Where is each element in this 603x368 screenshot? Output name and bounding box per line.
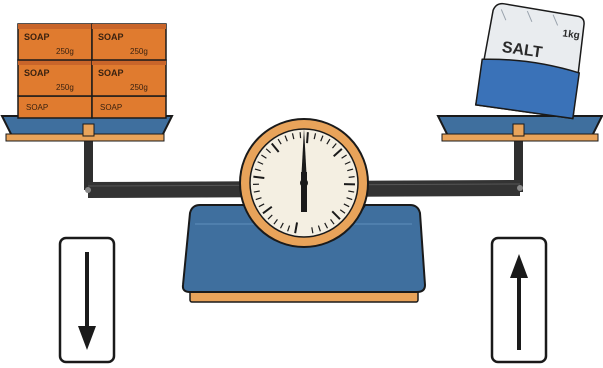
soap-box-weight: 250g — [130, 47, 148, 56]
soap-box-label: SOAP — [24, 32, 50, 42]
soap-box: SOAP 250g — [18, 60, 92, 96]
soap-box-stack: SOAP SOAP SOAP 250g SOAP 250g SOAP 250g — [18, 24, 166, 118]
soap-box-weight: 250g — [56, 83, 74, 92]
left-pan — [2, 116, 172, 141]
right-pan — [438, 116, 602, 141]
dial-tick — [307, 132, 308, 143]
soap-box: SOAP — [92, 96, 166, 118]
soap-box: SOAP 250g — [92, 60, 166, 96]
up-arrow-indicator — [492, 238, 546, 362]
soap-box-label: SOAP — [98, 32, 124, 42]
soap-box: SOAP — [18, 96, 92, 118]
salt-bag: SALT 1kg — [476, 2, 588, 119]
soap-box-label: SOAP — [26, 103, 48, 112]
soap-box-label: SOAP — [24, 68, 50, 78]
dial-tick — [349, 177, 355, 178]
down-arrow-indicator — [60, 238, 114, 362]
dial — [240, 119, 368, 247]
soap-box-weight: 250g — [130, 83, 148, 92]
soap-box-label: SOAP — [98, 68, 124, 78]
soap-box-weight: 250g — [56, 47, 74, 56]
soap-box: SOAP 250g — [18, 24, 92, 60]
dial-tick — [253, 177, 264, 178]
soap-box-label: SOAP — [100, 103, 122, 112]
soap-box: SOAP 250g — [92, 24, 166, 60]
